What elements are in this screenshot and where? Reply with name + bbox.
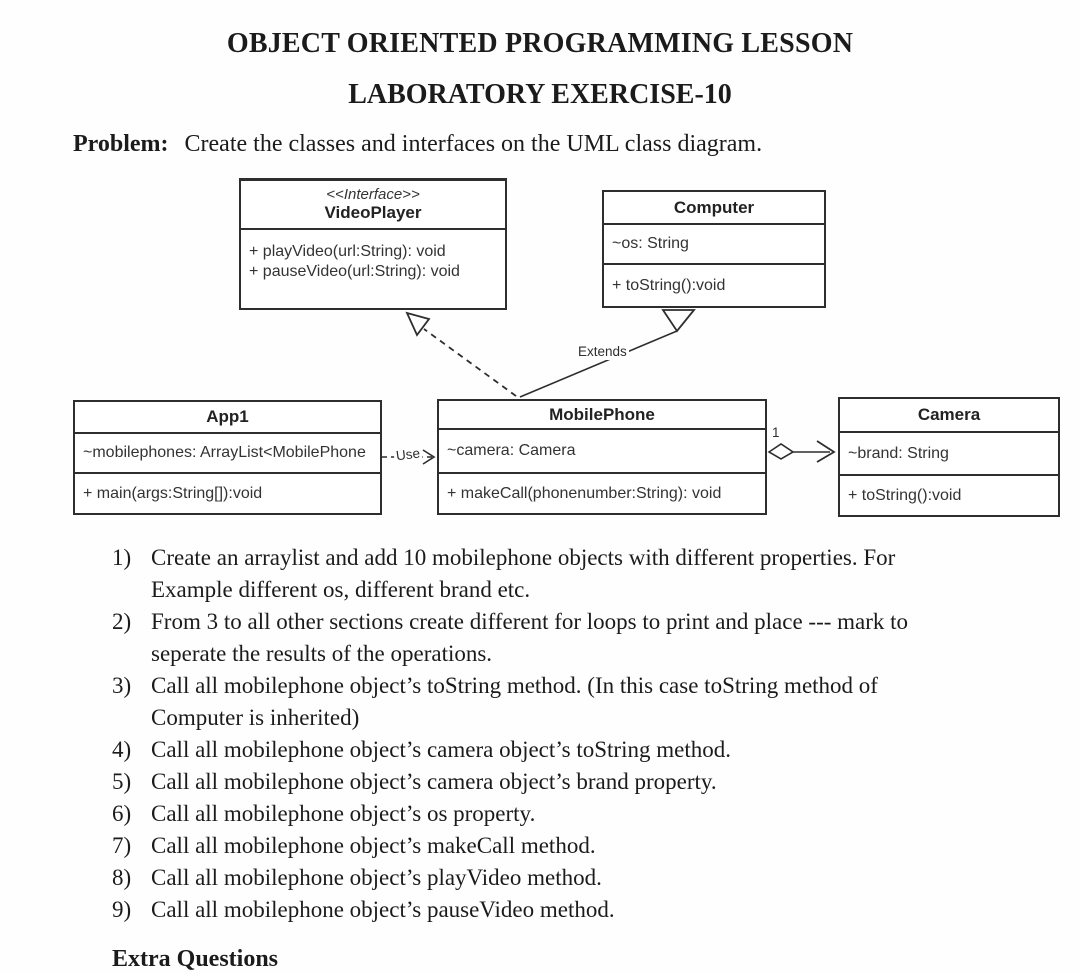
class-name: MobilePhone — [549, 404, 655, 424]
list-item-text: Call all mobilephone object’s pauseVideo… — [151, 897, 615, 922]
list-item-text: Call all mobilephone object’s os propert… — [151, 801, 536, 826]
attributes-compartment: ~os: String — [604, 225, 824, 263]
list-item-number: 7) — [112, 833, 132, 858]
generalization-triangle-icon — [661, 309, 696, 333]
methods-compartment: + makeCall(phonenumber:String): void — [439, 472, 765, 513]
list-item-number: 4) — [112, 737, 132, 762]
list-item: 3) Call all mobilephone object’s toStrin… — [112, 670, 1032, 734]
list-item-number: 9) — [112, 897, 132, 922]
attributes-compartment: ~camera: Camera — [439, 430, 765, 472]
generalization-edge — [519, 330, 678, 398]
methods-compartment: + toString():void — [840, 474, 1058, 515]
open-arrowhead-icon — [422, 449, 436, 465]
list-item: 9) Call all mobilephone object’s pauseVi… — [112, 894, 1032, 926]
method-item: + playVideo(url:String): void — [249, 243, 446, 260]
list-item-text: Example different os, different brand et… — [151, 577, 531, 602]
attributes-compartment: ~brand: String — [840, 433, 1058, 474]
method-item: + pauseVideo(url:String): void — [249, 263, 460, 280]
method-item: + makeCall(phonenumber:String): void — [447, 484, 722, 502]
realization-triangle-icon — [405, 311, 431, 337]
class-box-computer: Computer ~os: String + toString():void — [602, 190, 826, 308]
list-item-number: 5) — [112, 769, 132, 794]
class-name: Computer — [673, 197, 755, 217]
use-label: Use — [393, 445, 423, 465]
list-item-text: Call all mobilephone object’s camera obj… — [151, 769, 717, 794]
list-item-number: 6) — [112, 801, 132, 826]
class-title: MobilePhone — [439, 401, 765, 430]
class-box-mobilephone: MobilePhone ~camera: Camera + makeCall(p… — [437, 399, 767, 515]
list-item-text: Create an arraylist and add 10 mobilepho… — [151, 545, 896, 570]
list-item: 1) Create an arraylist and add 10 mobile… — [112, 542, 1032, 606]
methods-compartment: + playVideo(url:String): void + pauseVid… — [241, 230, 505, 309]
class-title: App1 — [75, 402, 380, 434]
extra-questions-heading: Extra Questions — [112, 946, 279, 972]
list-item: 6) Call all mobilephone object’s os prop… — [112, 798, 1032, 830]
class-title: Camera — [840, 399, 1058, 433]
problem-statement: Problem: Create the classes and interface… — [73, 129, 1053, 159]
methods-compartment: + main(args:String[]):void — [75, 472, 380, 513]
realization-edge — [423, 328, 517, 397]
problem-text: Create the classes and interfaces on the… — [184, 131, 763, 157]
attribute-item: ~mobilephones: ArrayList<MobilePhone — [83, 444, 366, 461]
class-box-camera: Camera ~brand: String + toString():void — [838, 397, 1060, 517]
class-name: VideoPlayer — [324, 203, 422, 222]
uml-class-diagram: <<Interface>> VideoPlayer + playVideo(ur… — [73, 178, 1060, 517]
exercise-list: 1) Create an arraylist and add 10 mobile… — [112, 542, 1032, 926]
class-box-videoplayer: <<Interface>> VideoPlayer + playVideo(ur… — [239, 178, 507, 310]
problem-label: Problem: — [73, 131, 169, 157]
list-item-text: Call all mobilephone object’s makeCall m… — [151, 833, 596, 858]
list-item-text: Call all mobilephone object’s camera obj… — [151, 737, 731, 762]
page-title: OBJECT ORIENTED PROGRAMMING LESSON — [226, 28, 854, 59]
list-item: 2) From 3 to all other sections create d… — [112, 606, 1032, 670]
class-title: <<Interface>> VideoPlayer — [241, 181, 505, 230]
list-item-text: Call all mobilephone object’s playVideo … — [151, 865, 602, 890]
class-name: App1 — [206, 407, 249, 426]
attribute-item: ~brand: String — [848, 444, 949, 462]
multiplicity-label: 1 — [772, 425, 780, 440]
stereotype-label: <<Interface>> — [326, 186, 420, 203]
class-title: Computer — [604, 192, 824, 225]
attribute-item: ~os: String — [612, 235, 689, 252]
class-name: Camera — [917, 405, 981, 424]
list-item-number: 3) — [112, 673, 132, 698]
methods-compartment: + toString():void — [604, 263, 824, 306]
list-item: 7) Call all mobilephone object’s makeCal… — [112, 830, 1032, 862]
list-item-text: Call all mobilephone object’s toString m… — [151, 673, 878, 698]
list-item-text: seperate the results of the operations. — [151, 641, 493, 666]
list-item: 5) Call all mobilephone object’s camera … — [112, 766, 1032, 798]
list-item: 8) Call all mobilephone object’s playVid… — [112, 862, 1032, 894]
open-arrowhead-icon — [816, 440, 836, 463]
attributes-compartment: ~mobilephones: ArrayList<MobilePhone — [75, 434, 380, 472]
list-item-number: 1) — [112, 545, 132, 570]
list-item-text: Computer is inherited) — [151, 705, 360, 730]
aggregation-diamond-icon — [767, 443, 795, 460]
method-item: + toString():void — [612, 276, 726, 294]
list-item-text: From 3 to all other sections create diff… — [151, 609, 909, 634]
list-item-number: 2) — [112, 609, 132, 634]
class-box-app1: App1 ~mobilephones: ArrayList<MobilePhon… — [73, 400, 382, 515]
method-item: + toString():void — [848, 486, 962, 504]
list-item: 4) Call all mobilephone object’s camera … — [112, 734, 1032, 766]
extends-label: Extends — [576, 344, 629, 360]
attribute-item: ~camera: Camera — [447, 442, 576, 459]
page-subtitle: LABORATORY EXERCISE-10 — [348, 79, 732, 110]
list-item-number: 8) — [112, 865, 132, 890]
method-item: + main(args:String[]):void — [83, 484, 263, 502]
